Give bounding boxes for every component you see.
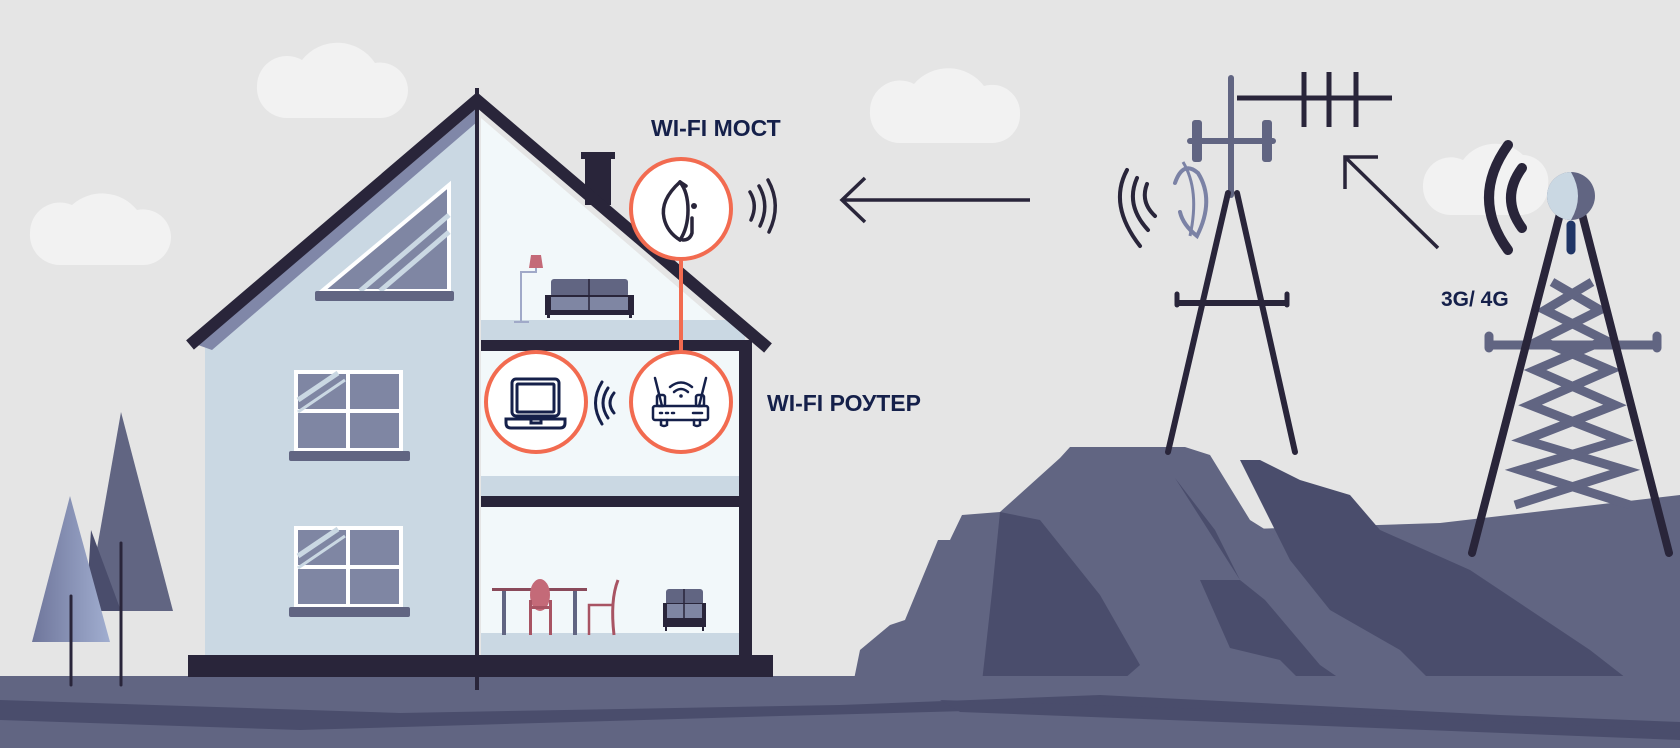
wifi-router-label: WI-FI РОУТЕР: [767, 390, 921, 416]
laptop-icon: [504, 377, 567, 430]
ground-stripe: [940, 700, 1680, 740]
armchair: [663, 589, 706, 631]
cellular-label: 3G/ 4G: [1441, 288, 1509, 311]
signal-waves-icon: [748, 178, 777, 234]
cloud: [1422, 143, 1549, 216]
signal-waves-icon: [594, 380, 616, 426]
tree: [32, 496, 110, 687]
window: [289, 526, 410, 617]
wifi-bridge-label: WI-FI МОСТ: [651, 115, 781, 141]
signal-waves-icon: [1117, 168, 1157, 248]
wifi-router-icon: [651, 376, 710, 428]
wifi-router-node[interactable]: [629, 350, 733, 454]
cloud: [256, 42, 408, 119]
ground-stripe: [0, 695, 1680, 735]
cloud: [869, 68, 1021, 144]
radio-tower: [1165, 72, 1392, 455]
arrow-up-left-icon: [1343, 155, 1440, 250]
sofa: [545, 279, 634, 318]
floor-lamp: [514, 255, 543, 323]
signal-waves-icon: [1484, 140, 1527, 255]
arrow-left-icon: [839, 176, 1030, 224]
chair: [529, 579, 552, 635]
laptop-node[interactable]: [484, 350, 588, 454]
wifi-bridge-node[interactable]: [629, 157, 733, 261]
mountain: [840, 447, 1680, 748]
chair: [587, 579, 620, 636]
cloud: [29, 193, 172, 266]
tree: [86, 412, 173, 687]
wifi-bridge-antenna-icon: [661, 180, 694, 242]
cell-tower: [1468, 172, 1673, 557]
attic-window: [315, 180, 454, 301]
window: [289, 370, 410, 461]
